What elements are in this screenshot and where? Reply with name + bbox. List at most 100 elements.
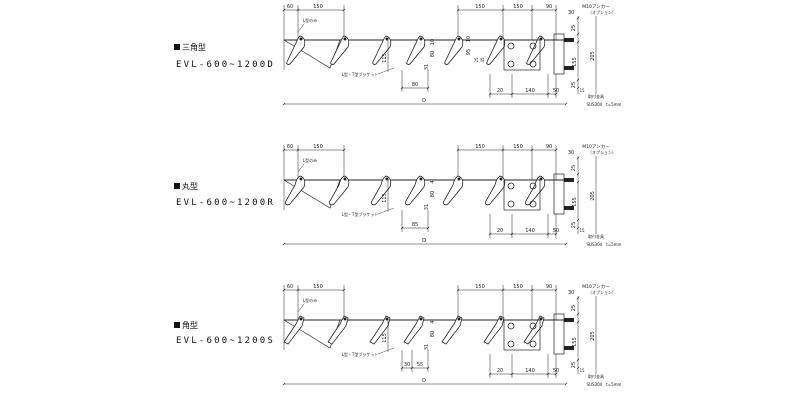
dim-tick xyxy=(296,148,300,152)
anchor-hole-icon xyxy=(529,340,537,348)
dim-v-95: 95 xyxy=(466,49,472,55)
louver-blade xyxy=(327,315,349,345)
dim-tick xyxy=(564,102,568,106)
dim-tick xyxy=(576,86,580,90)
dim-tick xyxy=(501,148,505,152)
type-name-1: 三角型 xyxy=(182,43,206,52)
dim-right-25a: 25 xyxy=(571,25,577,31)
dim-tick xyxy=(282,288,286,292)
dim-tick xyxy=(554,148,558,152)
anchor-hole-icon xyxy=(507,42,515,50)
dim-tick xyxy=(426,86,430,90)
dim-tick xyxy=(576,16,580,20)
dim-tick xyxy=(554,8,558,12)
dim-right-205: 205 xyxy=(590,191,596,201)
dim-top-left: 60 xyxy=(287,144,293,150)
anchor-bolt-icon xyxy=(564,206,574,210)
dim-right-30: 30 xyxy=(568,150,574,156)
dim-tick xyxy=(456,148,460,152)
note-bracket: L型・T型ブラケット xyxy=(342,351,379,357)
dim-top-r2: 150 xyxy=(513,284,523,290)
dim-tick xyxy=(501,8,505,12)
dim-top-mid: 150 xyxy=(313,144,323,150)
louver-blade xyxy=(370,175,392,206)
dim-bottom-50: 50 xyxy=(553,368,559,374)
dim-top-r2: 150 xyxy=(513,4,523,10)
dim-top-r1: 150 xyxy=(475,284,485,290)
bolt-icon xyxy=(343,177,347,181)
anchor-hole-icon xyxy=(507,182,515,190)
louver-blade xyxy=(403,315,425,345)
mounting-plate xyxy=(503,179,541,211)
bolt-icon xyxy=(385,317,389,321)
dim-v-80: 80 xyxy=(430,191,436,197)
dim-overall: D xyxy=(422,378,426,384)
model-label-1: EVL-600~1200D xyxy=(176,60,276,70)
anchor-bolt-icon xyxy=(564,346,574,350)
dim-v-31: 31 xyxy=(424,344,430,350)
dim-bottom-20: 20 xyxy=(497,88,503,94)
bolt-icon xyxy=(299,37,303,41)
note-material: SUS304 t=5mm xyxy=(587,102,622,107)
dim-top-r3: 90 xyxy=(546,284,552,290)
dim-tick xyxy=(456,8,460,12)
dim-v-a: 4 xyxy=(430,180,436,183)
bolt-icon xyxy=(419,317,423,321)
leader-line xyxy=(377,207,395,215)
type-label-2: 丸型 xyxy=(174,181,198,192)
louver-blade xyxy=(372,35,392,65)
dim-tick xyxy=(400,86,404,90)
anchor-bolt-icon xyxy=(564,66,574,70)
anchor-hole-icon xyxy=(507,340,515,348)
leader-line xyxy=(297,163,305,173)
note-mount: 取付金具 xyxy=(588,373,604,379)
dim-bottom-a: 85 xyxy=(412,222,418,228)
dim-tick xyxy=(282,148,286,152)
anchor-bolt-icon xyxy=(564,318,574,322)
bolt-icon xyxy=(419,37,423,41)
note-bracket: L型・T型ブラケット xyxy=(342,211,379,217)
dim-bottom-a: 80 xyxy=(412,82,418,88)
dim-tick xyxy=(576,218,580,222)
dim-tick xyxy=(342,148,346,152)
dim-tick xyxy=(282,102,286,106)
dim-tick xyxy=(576,172,580,176)
model-label-3: EVL-600~1200S xyxy=(176,336,276,346)
dim-top-r3: 90 xyxy=(546,144,552,150)
dim-tick xyxy=(546,372,550,376)
dim-tick xyxy=(576,40,580,44)
bolt-icon xyxy=(343,317,347,321)
bolt-icon xyxy=(457,37,461,41)
bolt-icon xyxy=(499,37,503,41)
dim-right-15: 15 xyxy=(579,368,585,373)
anchor-hole-icon xyxy=(529,182,537,190)
dim-tick xyxy=(576,296,580,300)
type-name-2: 丸型 xyxy=(182,182,198,191)
anchor-hole-icon xyxy=(507,60,515,68)
dim-right-15: 15 xyxy=(579,88,585,93)
bolt-icon xyxy=(385,37,389,41)
anchor-hole-icon xyxy=(507,322,515,330)
dim-tick xyxy=(576,32,580,36)
leader-line xyxy=(297,23,305,33)
mounting-plate xyxy=(503,39,541,71)
dim-tick xyxy=(426,366,430,370)
leader-line xyxy=(377,67,395,75)
dim-right-30: 30 xyxy=(568,10,574,16)
dim-tick xyxy=(456,288,460,292)
mounting-plate xyxy=(503,319,541,351)
dim-right-155: 155 xyxy=(572,57,578,67)
note-l-only: L型のみ xyxy=(303,17,317,23)
type-label-3: 角型 xyxy=(174,320,198,331)
dim-top-r2: 150 xyxy=(513,144,523,150)
louver-blade xyxy=(483,315,505,345)
bolt-icon xyxy=(499,177,503,181)
dim-bottom-a: 30 xyxy=(404,362,410,368)
louver-blade xyxy=(441,315,463,345)
dim-right-205: 205 xyxy=(590,331,596,341)
dim-tick xyxy=(576,180,580,184)
dim-tick xyxy=(554,288,558,292)
dim-tick xyxy=(342,288,346,292)
